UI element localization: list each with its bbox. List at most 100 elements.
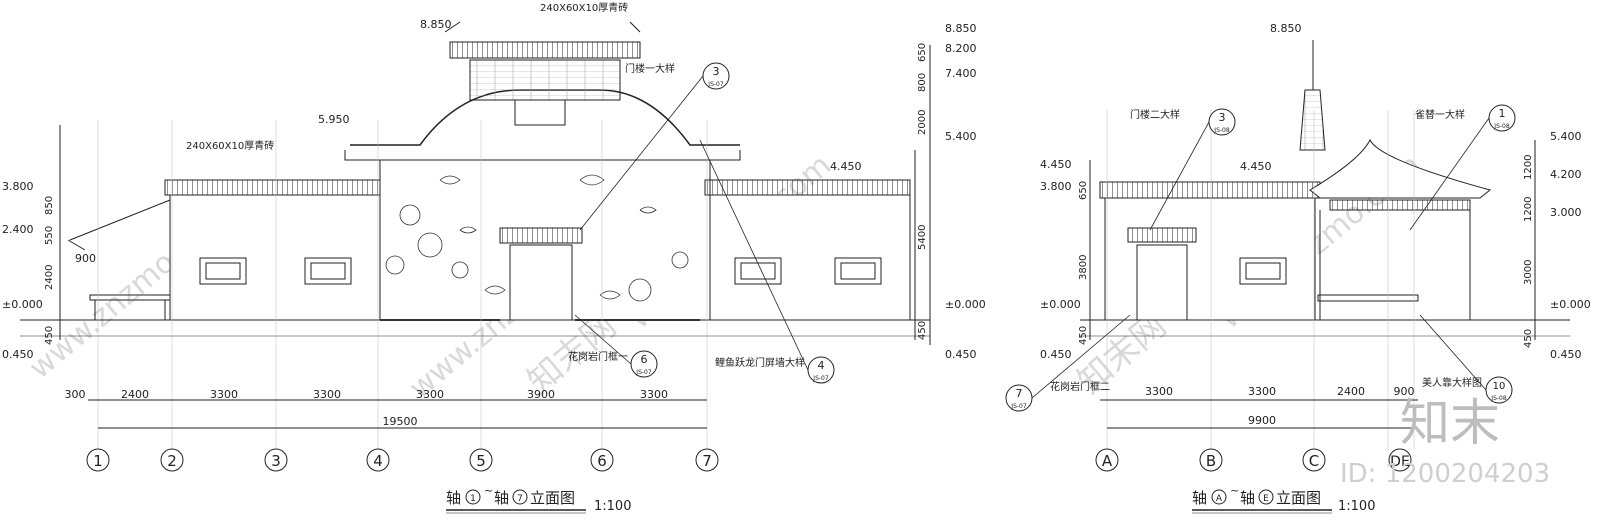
roof-level: 5.950 bbox=[318, 113, 350, 126]
span-dim: 3300 bbox=[416, 388, 444, 401]
callout-num: 7 bbox=[1016, 387, 1023, 400]
level-mark: 5.400 bbox=[1550, 130, 1582, 143]
level-mark: 0.450 bbox=[1040, 348, 1072, 361]
level-mark: 7.400 bbox=[945, 67, 977, 80]
axis-label: DE bbox=[1390, 454, 1410, 470]
top-roof-ridge-ends bbox=[444, 21, 641, 33]
gate-opening bbox=[509, 244, 573, 321]
level-mark: ±0.000 bbox=[945, 298, 986, 311]
chimney bbox=[1299, 89, 1326, 151]
span-dim: 3300 bbox=[640, 388, 668, 401]
axis-label: A bbox=[1102, 452, 1113, 470]
axis-label: 2 bbox=[167, 452, 177, 470]
roof-level: 8.850 bbox=[420, 18, 452, 31]
span-dim: 900 bbox=[1394, 385, 1415, 398]
horiz-dim: 900 bbox=[75, 252, 96, 265]
window-frame bbox=[304, 257, 352, 285]
vert-dim: 800 bbox=[917, 73, 928, 92]
left-elevation-labels: 1 2 3 4 5 6 7 300 2400 3300 3300 3300 39… bbox=[2, 1, 986, 514]
left-title-end-axis: 7 bbox=[517, 494, 523, 504]
roof-level: 4.450 bbox=[830, 160, 862, 173]
left-title-tilde: ~ bbox=[484, 484, 493, 497]
level-mark: 3.800 bbox=[2, 180, 34, 193]
vert-dim: 850 bbox=[44, 196, 55, 215]
vert-dim: 2000 bbox=[917, 110, 928, 135]
axis-label: C bbox=[1309, 452, 1319, 470]
level-mark: 4.200 bbox=[1550, 168, 1582, 181]
level-mark: ±0.000 bbox=[1040, 298, 1081, 311]
left-wing-roof bbox=[164, 179, 386, 196]
right-title-scale: 1:100 bbox=[1338, 499, 1375, 514]
right-title-end-axis: E bbox=[1263, 494, 1269, 504]
window-frame-inner bbox=[310, 262, 346, 280]
axis-label: 4 bbox=[373, 452, 383, 470]
vert-dim: 5400 bbox=[917, 225, 928, 250]
roof-level: 8.850 bbox=[1270, 22, 1302, 35]
callout-sheet: JS-08 bbox=[1493, 123, 1510, 130]
start-offset-dim: 300 bbox=[65, 388, 86, 401]
window-frame bbox=[199, 257, 247, 285]
window-frame bbox=[834, 257, 882, 285]
roof-level: 4.450 bbox=[1240, 160, 1272, 173]
right-title-tilde: ~ bbox=[1230, 484, 1239, 497]
level-mark: 0.450 bbox=[2, 348, 34, 361]
left-title-tail: 立面图 bbox=[530, 489, 575, 507]
top-roof bbox=[449, 41, 641, 59]
left-title-suffix: 轴 bbox=[494, 489, 509, 507]
vert-dim: 450 bbox=[1078, 326, 1089, 345]
callout-num: 3 bbox=[713, 65, 720, 78]
brick-note: 240X60X10厚青砖 bbox=[186, 139, 274, 152]
right-wing-roof bbox=[704, 179, 911, 196]
side-wall-roof bbox=[1099, 181, 1321, 199]
callout-text: 门楼一大样 bbox=[625, 62, 675, 75]
window-frame-inner bbox=[205, 262, 241, 280]
vert-dim: 3800 bbox=[1078, 255, 1089, 280]
level-mark: 0.450 bbox=[1550, 348, 1582, 361]
span-dim: 3300 bbox=[313, 388, 341, 401]
axis-label: 3 bbox=[271, 452, 281, 470]
top-brick-tower bbox=[469, 59, 621, 101]
span-dim: 2400 bbox=[1337, 385, 1365, 398]
carp-lotus-mural bbox=[380, 174, 700, 321]
span-dim: 3300 bbox=[1145, 385, 1173, 398]
left-title-prefix: 轴 bbox=[446, 489, 461, 507]
callout-sheet: JS-08 bbox=[1490, 395, 1507, 402]
callout-text: 美人靠大样图 bbox=[1422, 376, 1482, 389]
level-mark: 5.400 bbox=[945, 130, 977, 143]
callout-num: 3 bbox=[1219, 111, 1226, 124]
callout-sheet: JS-07 bbox=[1010, 403, 1027, 410]
right-title-start-axis: A bbox=[1216, 494, 1223, 504]
callout-text: 花岗岩门框二 bbox=[1050, 380, 1110, 393]
gate-opening bbox=[1136, 244, 1188, 321]
callout-sheet: JS-07 bbox=[812, 375, 829, 382]
callout-text: 花岗岩门框一 bbox=[568, 350, 628, 363]
brick-note: 240X60X10厚青砖 bbox=[540, 1, 628, 14]
level-mark: 3.000 bbox=[1550, 206, 1582, 219]
callout-sheet: JS-07 bbox=[635, 369, 652, 376]
axis-label: 7 bbox=[702, 452, 712, 470]
level-mark: ±0.000 bbox=[1550, 298, 1591, 311]
level-mark: 0.450 bbox=[945, 348, 977, 361]
left-title-scale: 1:100 bbox=[594, 499, 631, 514]
left-elevation bbox=[20, 21, 931, 450]
right-title-suffix: 轴 bbox=[1240, 489, 1255, 507]
vert-dim: 650 bbox=[1078, 181, 1089, 200]
total-dim: 19500 bbox=[383, 415, 418, 428]
axis-label: 1 bbox=[93, 452, 103, 470]
window-frame-inner bbox=[840, 262, 876, 280]
right-title-tail: 立面图 bbox=[1276, 489, 1321, 507]
vert-dim: 1200 bbox=[1523, 155, 1534, 180]
right-elevation-labels: A B C DE 3300 3300 2400 900 9900 4.450 3… bbox=[1005, 22, 1591, 514]
level-mark: 8.200 bbox=[945, 42, 977, 55]
window-frame bbox=[734, 257, 782, 285]
axis-label: 6 bbox=[597, 452, 607, 470]
callout-sheet: JS-08 bbox=[1213, 127, 1230, 134]
span-dim: 2400 bbox=[121, 388, 149, 401]
level-mark: 3.800 bbox=[1040, 180, 1072, 193]
axis-label: B bbox=[1206, 452, 1216, 470]
gate-roof bbox=[499, 227, 583, 244]
callout-text: 雀替一大样 bbox=[1415, 108, 1465, 121]
vert-dim: 450 bbox=[917, 321, 928, 340]
plaque bbox=[514, 99, 566, 126]
